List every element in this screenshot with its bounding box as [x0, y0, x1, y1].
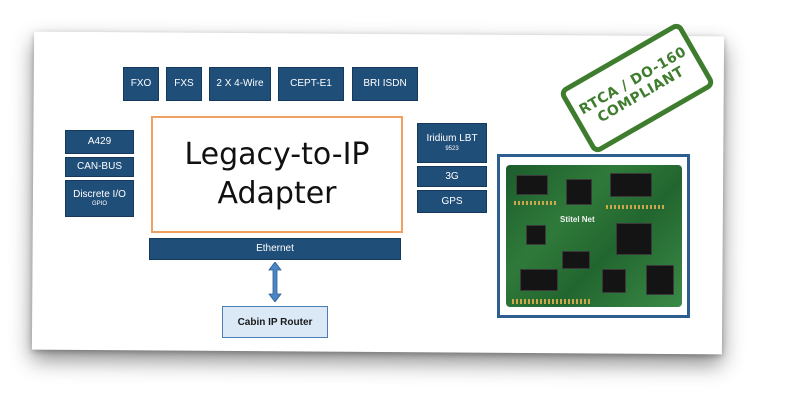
cabin-ip-router-box: Cabin IP Router [222, 306, 328, 338]
adapter-title: Legacy-to-IP Adapter [184, 137, 370, 211]
circuit-board-photo: Stitel Net [497, 154, 690, 318]
interface-label: CEPT-E1 [290, 78, 332, 90]
legacy-to-ip-adapter-block: Legacy-to-IP Adapter [151, 116, 403, 233]
interface-box-iridium: Iridium LBT 9523 [417, 123, 487, 163]
interface-box-bri-isdn: BRI ISDN [352, 67, 418, 101]
interface-box-discrete-io: Discrete I/O GPIO [65, 180, 134, 217]
interface-box-a429: A429 [65, 130, 134, 154]
interface-box-3g: 3G [417, 166, 487, 187]
interface-sublabel: 9523 [445, 145, 459, 152]
router-label: Cabin IP Router [237, 316, 313, 328]
bidirectional-arrow [268, 262, 282, 302]
interface-box-fxs: FXS [166, 67, 202, 101]
interface-box-can-bus: CAN-BUS [65, 157, 134, 177]
interface-label: BRI ISDN [363, 78, 407, 90]
interface-sublabel: GPIO [91, 201, 107, 208]
interface-box-4wire: 2 X 4-Wire [209, 67, 271, 101]
interface-label: FXS [174, 78, 194, 90]
interface-label: 2 X 4-Wire [216, 78, 264, 90]
circuit-board-image: Stitel Net [506, 165, 682, 307]
interface-label: FXO [130, 78, 152, 90]
interface-label: A429 [87, 136, 112, 148]
interface-box-gps: GPS [417, 190, 487, 213]
interface-label: Iridium LBT [426, 133, 478, 145]
interface-box-fxo: FXO [123, 67, 159, 101]
board-silkscreen-label: Stitel Net [560, 215, 595, 224]
interface-label: Discrete I/O [73, 188, 126, 200]
interface-box-cept-e1: CEPT-E1 [278, 67, 344, 101]
interface-label: 3G [445, 170, 459, 182]
ethernet-bar: Ethernet [149, 238, 401, 260]
ethernet-label: Ethernet [256, 243, 294, 255]
interface-label: GPS [441, 195, 463, 207]
interface-label: CAN-BUS [76, 161, 122, 173]
